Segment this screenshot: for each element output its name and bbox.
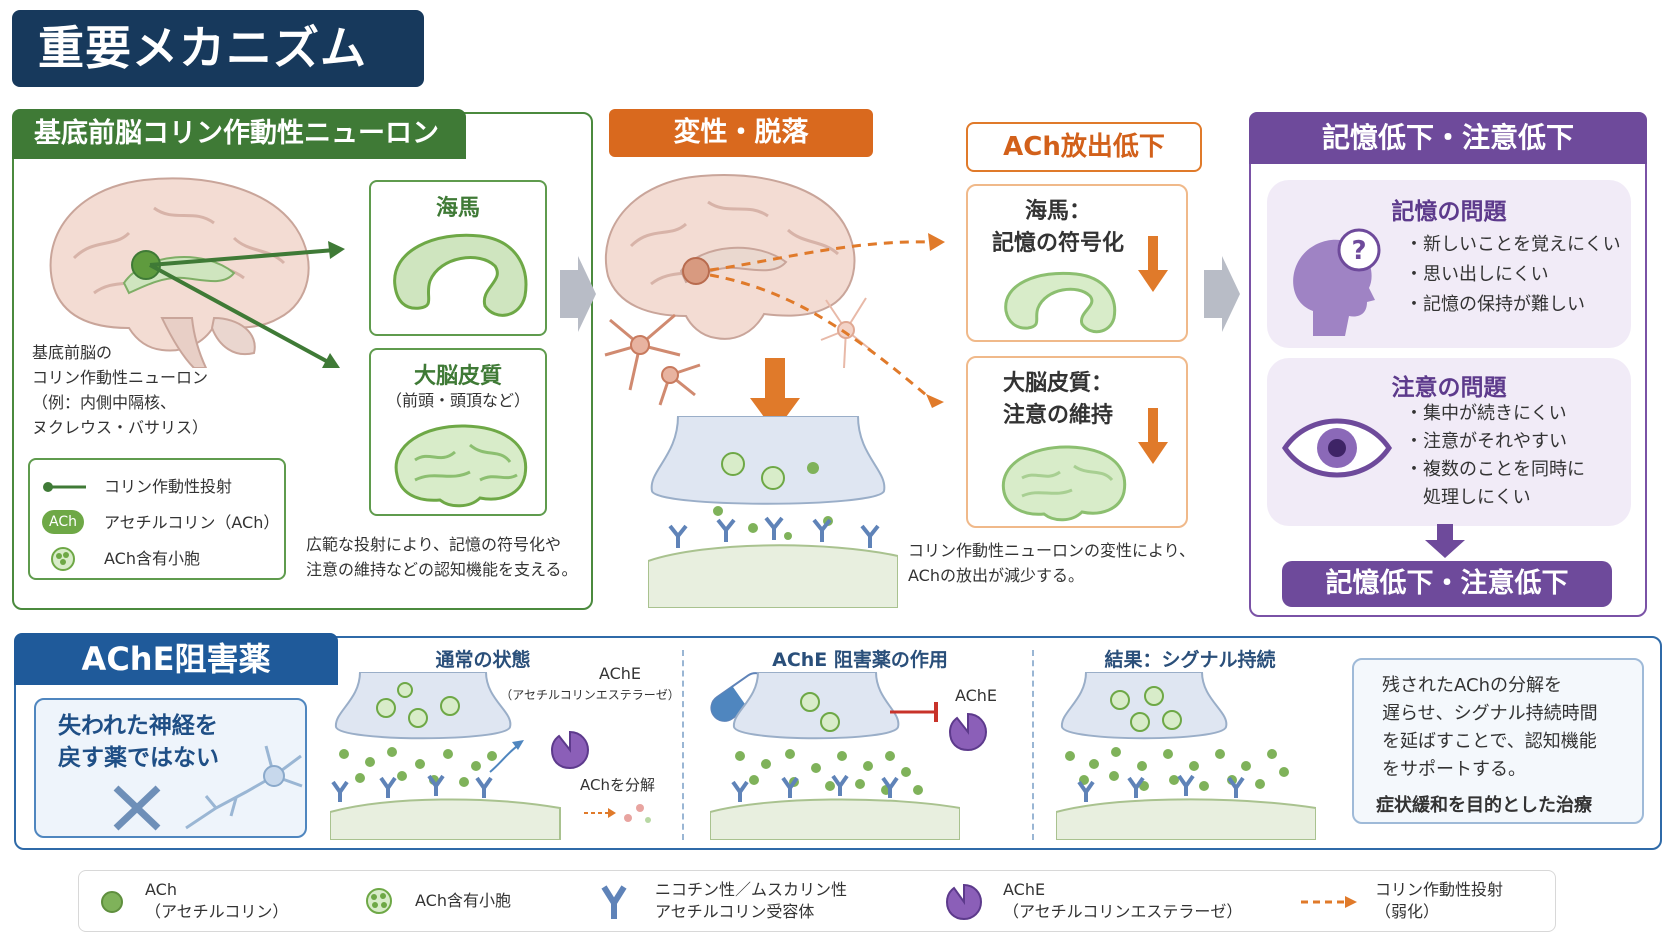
projection-line-icon <box>43 482 86 492</box>
ache-full-name: （アセチルコリンエステラーゼ） <box>500 688 680 702</box>
cortex-brain-icon <box>394 424 528 508</box>
hippocampus-icon <box>393 233 528 317</box>
hippocampus-decline-box: 海馬： 記憶の符号化 <box>966 184 1188 342</box>
signal-persist-title: 結果：シグナル持続 <box>1104 649 1276 671</box>
step-divider <box>1032 650 1034 840</box>
memory-problem-box: 記憶の問題 ? ・新しいことを覚えにくい ・思い出しにくい ・記憶の保持が難しい <box>1267 180 1631 348</box>
ach-breakdown-icon <box>584 804 651 823</box>
section1-caption: 広範な投射により、記憶の符号化や 注意の維持などの認知機能を支える。 <box>306 535 578 579</box>
basal-forebrain-header: 基底前脳コリン作動性ニューロン <box>12 109 466 159</box>
not-restorative-note: 失われた神経を 戻す薬ではない <box>34 698 307 838</box>
hippocampus-faded-icon <box>1004 271 1117 334</box>
head-thinking-icon: ? <box>1293 228 1381 336</box>
normal-state-title: 通常の状態 <box>435 649 531 671</box>
projection-arrows <box>149 241 345 368</box>
ach-release-decrease-bubble: ACh放出低下 <box>966 122 1202 172</box>
hippocampus-box: 海馬 <box>369 180 547 336</box>
ache-label: AChE <box>598 664 642 683</box>
cortex-decline-box: 大脳皮質： 注意の維持 <box>966 356 1188 528</box>
synapse-persistent-illustration <box>1056 672 1316 840</box>
bottom-legend: ACh （アセチルコリン） ACh含有小胞 ニコチン性／ムスカリン性 アセチルコ… <box>78 870 1556 932</box>
symptomatic-treatment-label: 症状緩和を目的とした治療 <box>1376 795 1592 816</box>
weakened-projection-arrows <box>709 233 945 408</box>
ache-enzyme-inhibited-icon <box>948 712 988 752</box>
flow-arrow-1 <box>560 256 596 332</box>
decline-arrow-icon <box>1138 236 1168 292</box>
cortex-faded-icon <box>1001 445 1127 522</box>
decline-arrow-icon <box>1138 408 1168 464</box>
section2-caption: コリン作動性ニューロンの変性により、 AChの放出が減少する。 <box>908 541 1196 585</box>
ach-molecule-icon <box>101 891 123 913</box>
flow-arrow-2 <box>1204 256 1240 332</box>
vesicle-icon <box>51 547 75 571</box>
vesicle-icon <box>366 888 392 914</box>
section1-legend: コリン作動性投射 ACh アセチルコリン（ACh） ACh含有小胞 <box>28 458 286 580</box>
cortex-box: 大脳皮質 （前頭・頭頂など） <box>369 348 547 516</box>
degenerated-neuron-dot <box>682 257 710 285</box>
cross-icon <box>113 785 161 831</box>
step-divider <box>682 650 684 840</box>
dashed-arrow-icon <box>1301 896 1357 908</box>
attention-problem-box: 注意の問題 ・集中が続きにくい ・注意がそれやすい ・複数のことを同時に 処理し… <box>1267 358 1631 526</box>
treatment-summary-box: 残されたAChの分解を 遅らせ、シグナル持続時間 を延ばすことで、認知機能 をサ… <box>1352 658 1644 824</box>
symptom-header: 記憶低下・注意低下 <box>1249 112 1647 164</box>
page-title: 重要メカニズム <box>12 10 424 87</box>
ache-enzyme-icon <box>945 883 983 921</box>
synapse-reduced-illustration <box>648 416 898 608</box>
down-arrow-icon <box>1425 524 1465 558</box>
ach-breakdown-label: AChを分解 <box>580 776 655 794</box>
synapse-inhibited-illustration <box>710 672 960 840</box>
degeneration-header: 変性・脱落 <box>609 109 873 157</box>
synapse-normal-illustration <box>330 672 561 840</box>
ache-inhibited-label: AChE <box>954 686 998 705</box>
question-mark-icon: ? <box>1351 236 1366 266</box>
neuron-label: 基底前脳の コリン作動性ニューロン （例：内側中隔核、 ヌクレウス・バサリス） <box>32 343 209 437</box>
faded-nerve-icon <box>185 745 303 830</box>
symptom-result-banner: 記憶低下・注意低下 <box>1282 561 1612 607</box>
degenerated-neuron-icon <box>604 313 701 406</box>
receptor-icon <box>601 885 627 919</box>
reduced-release-arrow <box>750 358 800 432</box>
eye-icon <box>1281 418 1393 478</box>
inhibitor-action-title: AChE 阻害薬の作用 <box>772 649 948 671</box>
ach-badge-icon: ACh <box>42 510 84 534</box>
ache-enzyme-icon <box>550 730 590 770</box>
ache-inhibitor-header: AChE阻害薬 <box>14 633 338 685</box>
